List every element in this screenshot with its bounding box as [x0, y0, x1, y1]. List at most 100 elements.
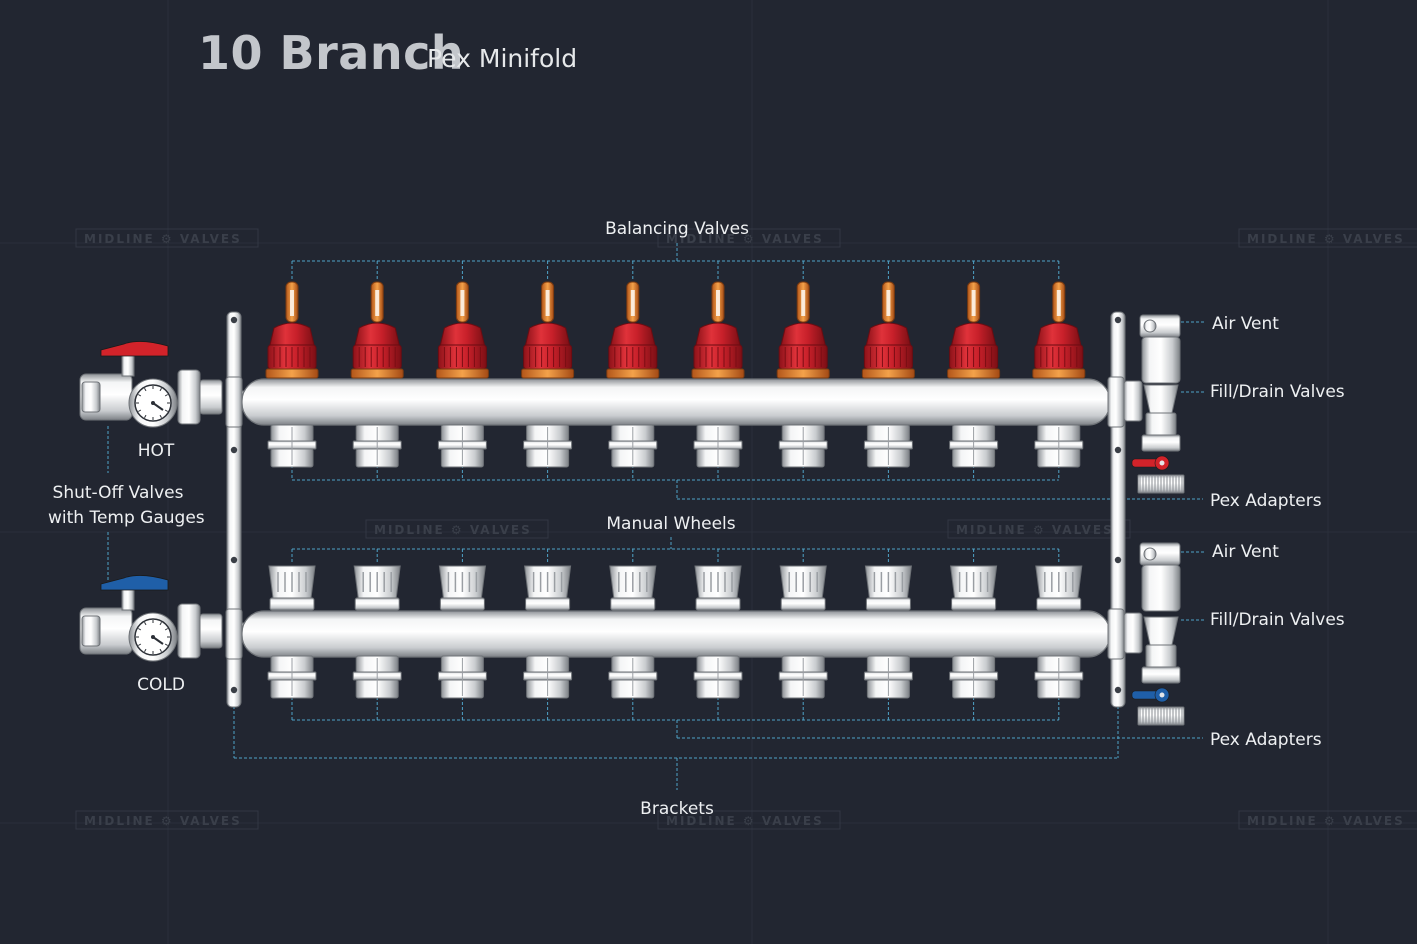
balancing-valve-indicator [716, 290, 720, 316]
manual-wheel-base [780, 597, 826, 611]
shutoff-valve-handle [100, 575, 169, 591]
fill-drain-body [1141, 666, 1181, 684]
temp-gauge-tick [138, 409, 142, 412]
balancing-valve-indicator [375, 290, 380, 316]
shutoff-valve-inlet [81, 381, 101, 413]
shutoff-valve-inlet [81, 615, 101, 647]
temp-gauge-tick [159, 388, 162, 392]
bracket-hole [230, 686, 238, 694]
temp-gauge-needle [152, 402, 164, 411]
watermark-text: MIDLINE ⚙ VALVES [956, 523, 1114, 537]
bracket-hole [230, 556, 238, 564]
manifold-header-bar [241, 378, 1111, 426]
temp-gauge-tick [138, 643, 142, 646]
balancing-valve-indicator [1056, 290, 1061, 316]
manual-wheel-base [439, 597, 485, 611]
watermark-text: MIDLINE ⚙ VALVES [84, 814, 242, 828]
temp-gauge-pivot [151, 401, 155, 405]
label-air-vent-bottom: Air Vent [1212, 542, 1279, 562]
temp-gauge-tick [159, 414, 162, 418]
label-fill-drain-top: Fill/Drain Valves [1210, 382, 1345, 402]
balancing-valve-cap [354, 322, 400, 346]
label-pex-adapters-top: Pex Adapters [1210, 491, 1322, 511]
balancing-valve-ring [691, 368, 745, 379]
watermark-text: MIDLINE ⚙ VALVES [374, 523, 532, 537]
watermark-layer: MIDLINE ⚙ VALVES MIDLINE ⚙ VALVES MIDLINE … [75, 228, 1417, 830]
bracket-hole [1114, 316, 1122, 324]
bracket-hole [1114, 446, 1122, 454]
balancing-valve-indicator [886, 290, 891, 316]
header-end-cap [1107, 376, 1125, 428]
balancing-valve-ring [265, 368, 319, 379]
label-shutoff-line1: Shut-Off Valves [52, 483, 184, 503]
fill-drain-nut [1145, 644, 1177, 668]
manual-wheel-base [695, 597, 741, 611]
manual-wheel-base [951, 597, 997, 611]
watermark-text: MIDLINE ⚙ VALVES [84, 232, 242, 246]
temp-gauge-tick [159, 622, 162, 626]
watermark-frame [1238, 810, 1417, 830]
fill-drain-tee [1143, 384, 1179, 414]
label-air-vent-top: Air Vent [1212, 314, 1279, 334]
manual-wheel-base [865, 597, 911, 611]
temp-gauge-tick [144, 414, 147, 418]
watermark-text: MIDLINE ⚙ VALVES [666, 814, 824, 828]
balancing-valve-ring [606, 368, 660, 379]
shutoff-valve-union-nut [177, 603, 201, 659]
manual-wheel-base [610, 597, 656, 611]
leader-lines [107, 243, 1205, 790]
manual-wheel-base [525, 597, 571, 611]
air-vent-screw [1143, 319, 1157, 333]
watermark-frame [947, 519, 1131, 539]
watermark-text: MIDLINE ⚙ VALVES [1247, 232, 1405, 246]
shutoff-valve-tail [199, 379, 223, 415]
balancing-valve-cap [865, 322, 912, 346]
balancing-valve-cap [524, 322, 571, 346]
balancing-valve-ring [435, 368, 489, 379]
watermark-frame [75, 810, 259, 830]
watermark-frame [365, 519, 549, 539]
watermark-text: MIDLINE ⚙ VALVES [1247, 814, 1405, 828]
bracket-hole [1114, 686, 1122, 694]
balancing-valve-ring [1032, 368, 1086, 379]
label-pex-adapters-bottom: Pex Adapters [1210, 730, 1322, 750]
temp-gauge-tick [164, 394, 168, 397]
temp-gauge-pivot [151, 635, 155, 639]
temp-gauge-tick [164, 643, 168, 646]
balancing-valve-ring [350, 368, 404, 379]
label-hot: HOT [137, 441, 175, 461]
temp-gauge-tick [138, 628, 142, 631]
balancing-valve-cap [269, 322, 315, 346]
balancing-valve-cap [950, 322, 997, 346]
label-shutoff-valves: Shut-Off Valves with Temp Gauges [48, 481, 205, 531]
temp-gauge-tick [144, 648, 147, 652]
balancing-valve-indicator [545, 290, 550, 316]
label-shutoff-line2: with Temp Gauges [48, 508, 205, 528]
manual-wheel-base [1036, 597, 1082, 611]
watermark-frame [1238, 228, 1417, 248]
shutoff-valve-tail [199, 613, 223, 649]
air-vent-screw [1143, 547, 1157, 561]
watermark-text: MIDLINE ⚙ VALVES [666, 232, 824, 246]
label-cold: COLD [137, 675, 185, 695]
label-balancing-valves: Balancing Valves [605, 219, 749, 239]
balancing-valve-ring [776, 368, 830, 379]
fill-drain-handle-hub [1159, 460, 1165, 466]
label-manual-wheels: Manual Wheels [606, 514, 736, 534]
balancing-valve-ring [861, 368, 915, 379]
fill-drain-coupler [1123, 380, 1143, 422]
balancing-valve-indicator [460, 290, 465, 316]
watermark-frame [657, 228, 841, 248]
temp-gauge-tick [144, 622, 147, 626]
temp-gauge-needle [152, 636, 164, 645]
temp-gauge-tick [144, 388, 147, 392]
bracket-hole [230, 316, 238, 324]
label-fill-drain-bottom: Fill/Drain Valves [1210, 610, 1345, 630]
bracket-hole [230, 446, 238, 454]
watermark-frame [75, 228, 259, 248]
fill-drain-tee [1143, 616, 1179, 646]
bracket-hole [1114, 556, 1122, 564]
manual-wheel-base [269, 597, 315, 611]
